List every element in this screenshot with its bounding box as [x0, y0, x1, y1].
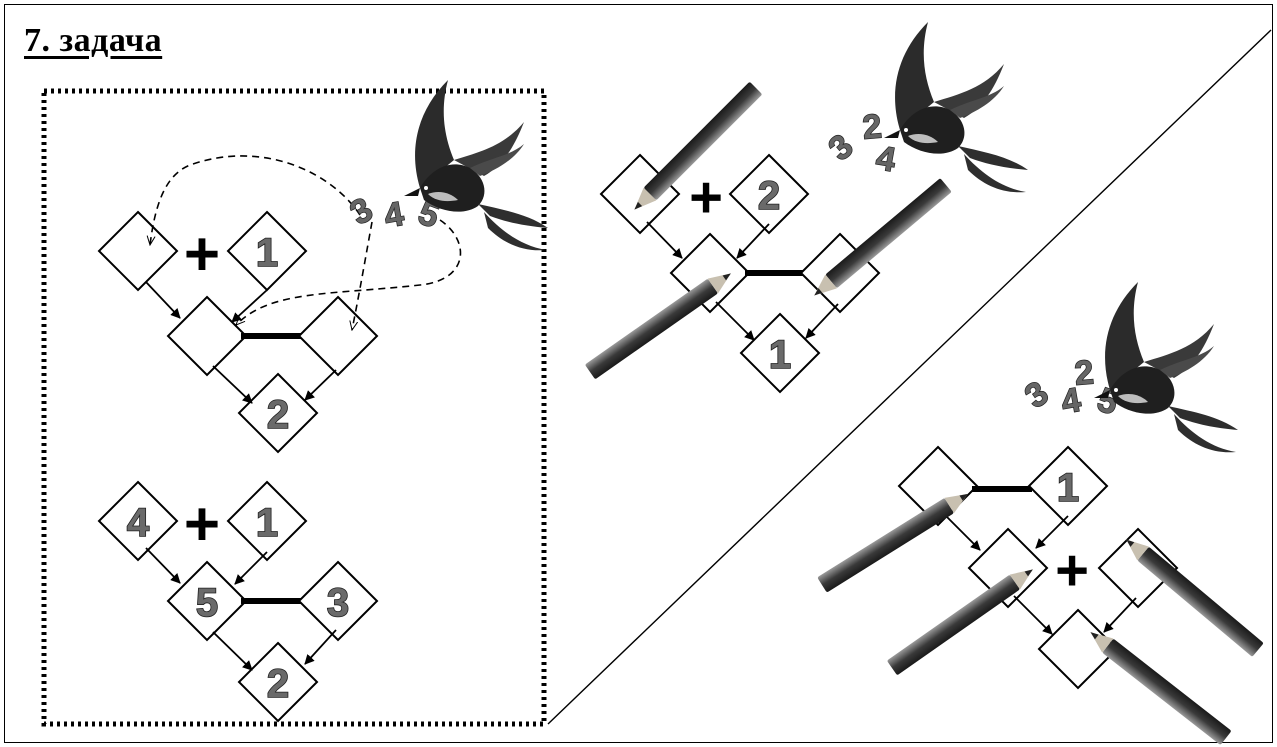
- op-minus: —: [241, 563, 301, 630]
- task-b-scheme: — 1 + 3 4 2 5: [817, 282, 1264, 746]
- swallow-bird-icon: [884, 22, 1028, 193]
- op-plus: +: [1055, 538, 1089, 603]
- digit-result: 2: [267, 393, 289, 437]
- digit-top-right: 1: [256, 231, 278, 275]
- pencil-icon: [1084, 625, 1232, 746]
- box-top-right[interactable]: [1027, 445, 1109, 527]
- box-top-left: [97, 480, 179, 562]
- digit-top-right: 1: [256, 501, 278, 545]
- pencil-icon: [817, 486, 973, 593]
- digit-mid-right: 3: [327, 581, 349, 625]
- op-minus: —: [241, 298, 301, 365]
- digit-result: 1: [769, 333, 791, 377]
- pencil-icon: [808, 178, 952, 303]
- example-1-scheme: + 1 — 2 3 4 5: [97, 80, 548, 454]
- box-mid-left: [166, 560, 248, 642]
- example-2-scheme: 4 + 1 5 — 3 2: [97, 480, 379, 723]
- box-mid-right[interactable]: [1097, 527, 1179, 609]
- box-top-left[interactable]: [97, 210, 179, 292]
- op-minus: —: [745, 235, 805, 302]
- task-title: 7. задача: [24, 22, 163, 59]
- op-plus: +: [184, 490, 220, 559]
- box-top-right: [226, 480, 308, 562]
- digit-result: 2: [267, 662, 289, 706]
- box-mid-right: [297, 560, 379, 642]
- choices-task-a: 3 2 4: [821, 107, 900, 181]
- choice-digit: 2: [1073, 353, 1095, 393]
- pencil-icon: [584, 265, 737, 380]
- task-a-scheme: + 2 — 1 3 2 4: [584, 22, 1028, 394]
- op-minus: —: [972, 451, 1032, 518]
- choice-digit: 3: [344, 190, 379, 232]
- digit-top-left: 4: [127, 501, 150, 545]
- diagonal-divider: [547, 29, 1272, 725]
- swallow-bird-icon: [1094, 282, 1238, 453]
- digit-top-right: 2: [758, 174, 780, 218]
- box-top-right[interactable]: [728, 153, 810, 235]
- box-mid-right[interactable]: [297, 295, 379, 377]
- choice-digit: 3: [1018, 374, 1055, 416]
- op-plus: +: [184, 220, 220, 289]
- dashed-arrow-to-mid-right: [352, 221, 373, 330]
- op-plus: +: [689, 165, 723, 230]
- choice-digit: 3: [821, 127, 860, 168]
- box-mid-left[interactable]: [166, 295, 248, 377]
- dashed-arrow-to-top-left: [150, 155, 361, 245]
- pencil-icon: [886, 561, 1039, 676]
- digit-top-right: 1: [1057, 466, 1079, 510]
- choice-digit: 4: [381, 195, 406, 236]
- box-mid-left[interactable]: [967, 527, 1049, 609]
- digit-mid-left: 5: [196, 581, 218, 625]
- choice-digit: 2: [861, 107, 883, 147]
